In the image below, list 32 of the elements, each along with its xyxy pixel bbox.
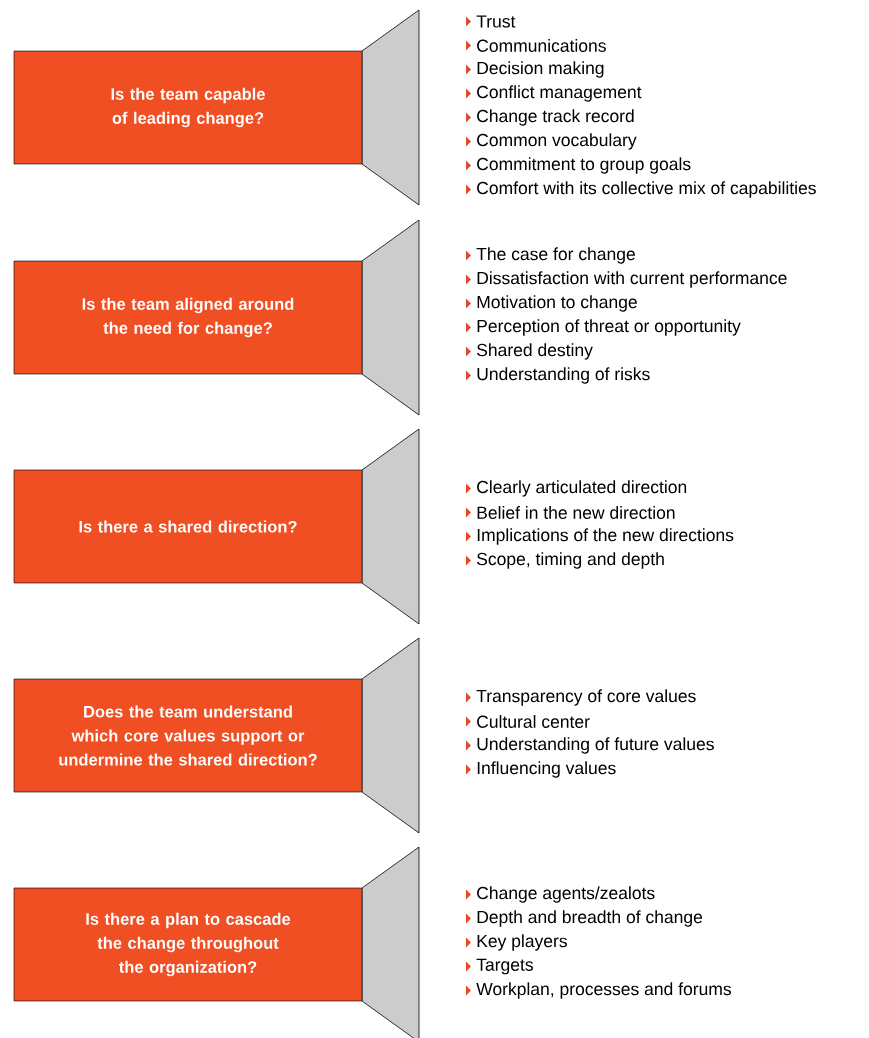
bullet-item: Cultural center [477, 715, 590, 728]
bullet-item: Change track record [477, 109, 634, 126]
bullet-item: Commitment to group goals [477, 157, 691, 174]
question-box: Does the team understand which core values support or undermine the shared direction? [13, 678, 363, 793]
bullet-item: Belief in the new direction [477, 506, 675, 519]
question-box: Is there a shared direction? [13, 469, 363, 584]
bullet-item: Conflict management [477, 85, 642, 102]
bullet-item: Perception of threat or opportunity [477, 319, 741, 336]
bullet-item: Clearly articulated direction [477, 480, 687, 497]
bullet-item: Dissatisfaction with current performance [477, 271, 787, 288]
bullet-item: Comfort with its collective mix of capabilities [477, 181, 816, 198]
bullet-item: Shared destiny [477, 343, 593, 360]
bullet-item: Transparency of core values [476, 689, 696, 706]
bullet-item: Understanding of risks [477, 367, 650, 384]
bullet-item: Motivation to change [477, 295, 637, 312]
question-box: Is the team capable of leading change? [13, 50, 363, 165]
bullet-item: Workplan, processes and forums [476, 982, 731, 999]
bullet-item: Trust [476, 15, 516, 28]
bullet-item: Influencing values [477, 761, 616, 778]
bullet-item: The case for change [476, 247, 635, 264]
bullet-item: Change agents/zealots [477, 886, 655, 903]
bullet-item: Common vocabulary [477, 133, 637, 150]
bullet-item: Implications of the new directions [477, 528, 734, 545]
bullet-item: Decision making [477, 61, 604, 78]
question-box: Is there a plan to cascade the change throughout the organization? [13, 887, 363, 1002]
bullet-item: Targets [476, 958, 533, 975]
question-box: Is the team aligned around the need for change? [13, 260, 363, 375]
bullet-item: Communications [477, 39, 606, 52]
bullet-item: Understanding of future values [477, 737, 714, 754]
bullet-item: Depth and breadth of change [477, 910, 703, 927]
bullet-item: Scope, timing and depth [477, 552, 664, 569]
bullet-item: Key players [477, 934, 567, 951]
